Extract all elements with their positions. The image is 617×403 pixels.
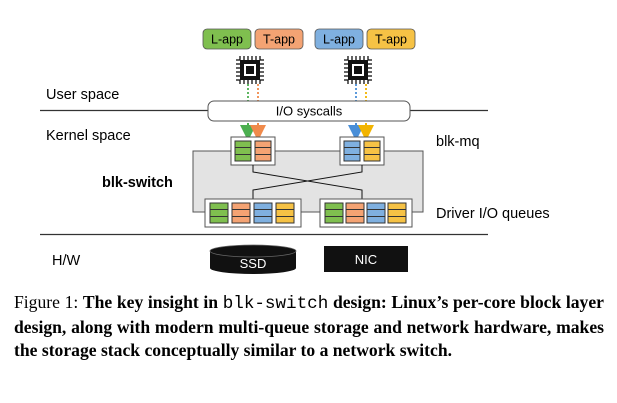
cpu-chip-icon <box>236 56 264 84</box>
user-space-label: User space <box>46 87 119 103</box>
caption-bold-start: The key insight in <box>82 292 219 312</box>
blk-mq-queue-right <box>339 136 385 166</box>
switch-crossing-lines <box>252 165 363 199</box>
blk-switch-label: blk-switch <box>102 175 173 191</box>
nic-label: NIC <box>355 252 377 267</box>
io-syscalls-label: I/O syscalls <box>276 104 343 119</box>
caption-bold-end: design: Linux’s per-core block layer des… <box>14 292 604 360</box>
driver-queue-ssd <box>204 198 302 228</box>
cpu-chip-icon <box>344 56 372 84</box>
kernel-space-label: Kernel space <box>46 128 131 144</box>
t-app-badge-left: T-app <box>254 28 304 50</box>
ssd-label: SSD <box>240 256 267 271</box>
l-app-label: L-app <box>323 33 355 47</box>
hw-label: H/W <box>52 253 81 269</box>
driver-queue-nic <box>319 198 413 228</box>
blk-switch-diagram: L-app T-app L-app T-app <box>40 28 550 274</box>
t-app-label: T-app <box>375 33 407 47</box>
driver-queues-label: Driver I/O queues <box>436 206 550 222</box>
l-app-label: L-app <box>211 33 243 47</box>
t-app-badge-right: T-app <box>366 28 416 50</box>
figure-caption: Figure 1: The key insight in blk-switch … <box>14 291 604 362</box>
blk-mq-label: blk-mq <box>436 134 480 150</box>
caption-code: blk-switch <box>222 294 329 314</box>
blk-mq-queue-left <box>230 136 276 166</box>
l-app-badge-left: L-app <box>202 28 252 50</box>
l-app-badge-right: L-app <box>314 28 364 50</box>
io-syscalls-box: I/O syscalls <box>207 100 411 122</box>
ssd-device-icon: SSD <box>209 244 297 274</box>
nic-device-icon: NIC <box>324 246 408 272</box>
caption-label: Figure 1: <box>14 292 79 312</box>
t-app-label: T-app <box>263 33 295 47</box>
